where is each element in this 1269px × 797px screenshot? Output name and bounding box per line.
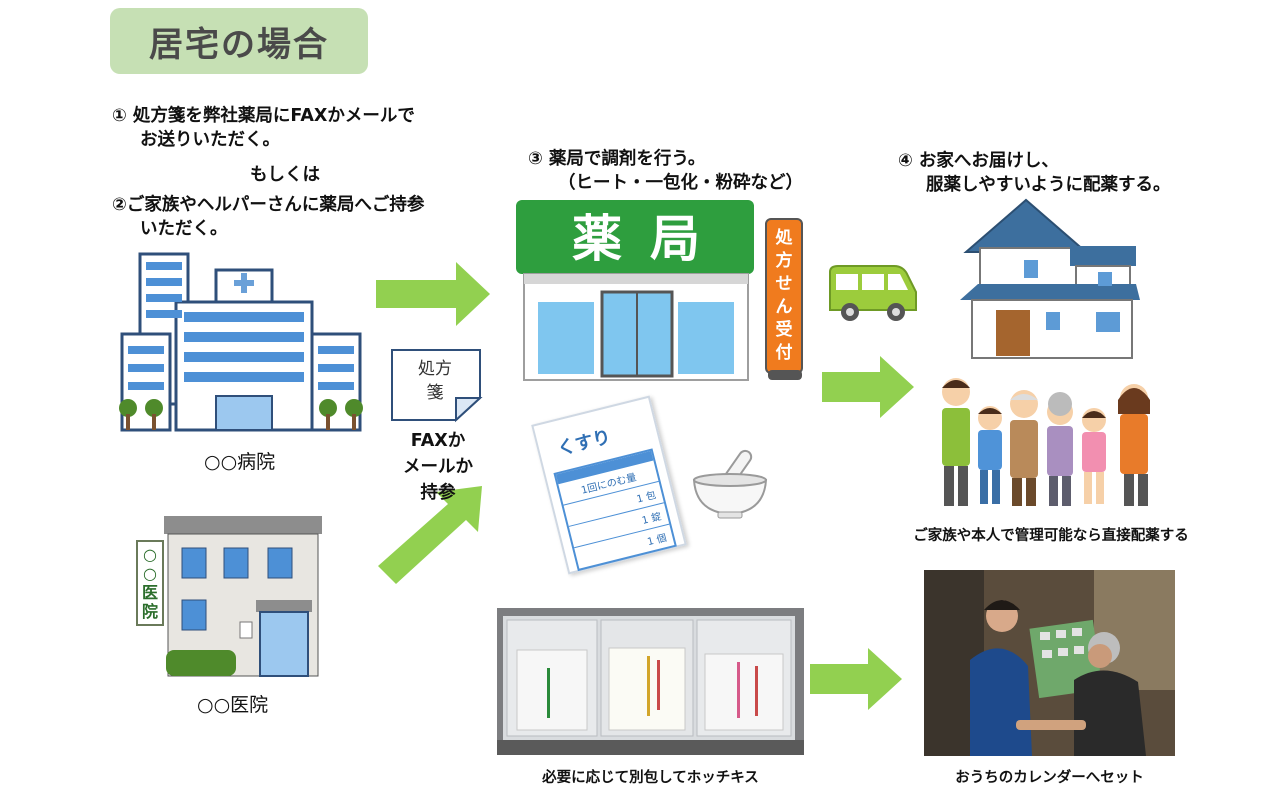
stand-char: 処: [775, 228, 793, 248]
family-caption: ご家族や本人で管理可能なら直接配薬する: [913, 528, 1189, 544]
prescription-paper-text: 処方 箋: [396, 357, 474, 405]
or-text: もしくは: [250, 165, 320, 185]
section-title: 居宅の場合: [110, 8, 368, 74]
arrow-clinic-to-pharmacy: [378, 486, 482, 584]
hospital-illustration: [119, 252, 363, 432]
stand-char: 付: [775, 343, 793, 363]
clinic-sign-char: ○: [143, 564, 157, 583]
prescription-paper-line2: 箋: [426, 383, 444, 403]
hospital-label: ○○病院: [204, 451, 276, 473]
mortar-pestle-icon: [692, 449, 768, 519]
prescription-stand-sign: 処 方 せ ん 受 付: [765, 218, 803, 374]
medicine-bag-icon: くすり 1回にのむ量 1 包 1 錠 1 個: [531, 395, 687, 575]
family-illustration: [942, 378, 1150, 506]
pharmacy-sign: 薬局: [572, 210, 728, 268]
step3-line1: ③ 薬局で調剤を行う。: [528, 149, 706, 169]
clinic-sign-char: ○: [143, 545, 157, 564]
step3-line2: （ヒート・一包化・粉砕など）: [558, 173, 803, 193]
clinic-illustration: [164, 516, 322, 677]
step4-line1: ④ お家へお届けし、: [898, 151, 1059, 171]
prescription-paper-line1: 処方: [418, 359, 452, 379]
delivery-method-line: 持参: [420, 483, 456, 503]
step1-line2: お送りいただく。: [140, 130, 280, 150]
delivery-method-line: FAXか: [410, 431, 466, 451]
step2-line2: いただく。: [140, 219, 228, 239]
step4-text: ④ お家へお届けし、 服薬しやすいように配薬する。: [898, 149, 1170, 197]
stand-char: 方: [775, 251, 793, 271]
delivery-van-icon: [829, 265, 917, 321]
arrow-photo-to-photo: [810, 648, 902, 710]
step1-line1: ① 処方箋を弊社薬局にFAXかメールで: [112, 106, 415, 126]
clinic-sign-char: 医: [141, 583, 158, 602]
stand-char: せ: [775, 274, 793, 294]
clinic-sign-char: 院: [141, 602, 158, 621]
calendar-photo: [924, 570, 1175, 756]
step4-line2: 服薬しやすいように配薬する。: [926, 175, 1171, 195]
prescription-paper-icon: [391, 349, 483, 423]
delivery-method-line: メールか: [403, 457, 473, 477]
stand-char: 受: [775, 320, 793, 340]
packaging-photo-caption: 必要に応じて別包してホッチキス: [542, 770, 759, 786]
step3-text: ③ 薬局で調剤を行う。 （ヒート・一包化・粉砕など）: [528, 147, 803, 195]
clinic-sign: ○ ○ 医 院: [136, 540, 164, 626]
arrow-hospital-to-pharmacy: [376, 262, 490, 326]
pharmacy-illustration: [516, 200, 754, 381]
delivery-method-text: FAXか メールか 持参: [390, 428, 486, 506]
stand-base: [768, 370, 802, 380]
house-illustration: [960, 198, 1140, 359]
clinic-label: ○○医院: [197, 694, 269, 716]
packaging-photo: [497, 608, 804, 755]
step2-text: ②ご家族やヘルパーさんに薬局へご持参 いただく。: [112, 193, 424, 241]
calendar-photo-caption: おうちのカレンダーへセット: [955, 770, 1144, 786]
calendar-photo-graphic: [924, 570, 1175, 756]
section-title-text: 居宅の場合: [149, 24, 329, 65]
step2-line1: ②ご家族やヘルパーさんに薬局へご持参: [112, 195, 425, 215]
packaging-photo-graphic: [497, 608, 804, 755]
stand-char: ん: [775, 297, 793, 317]
arrow-pharmacy-to-home: [822, 356, 914, 418]
step1-text: ① 処方箋を弊社薬局にFAXかメールで お送りいただく。: [112, 104, 415, 152]
